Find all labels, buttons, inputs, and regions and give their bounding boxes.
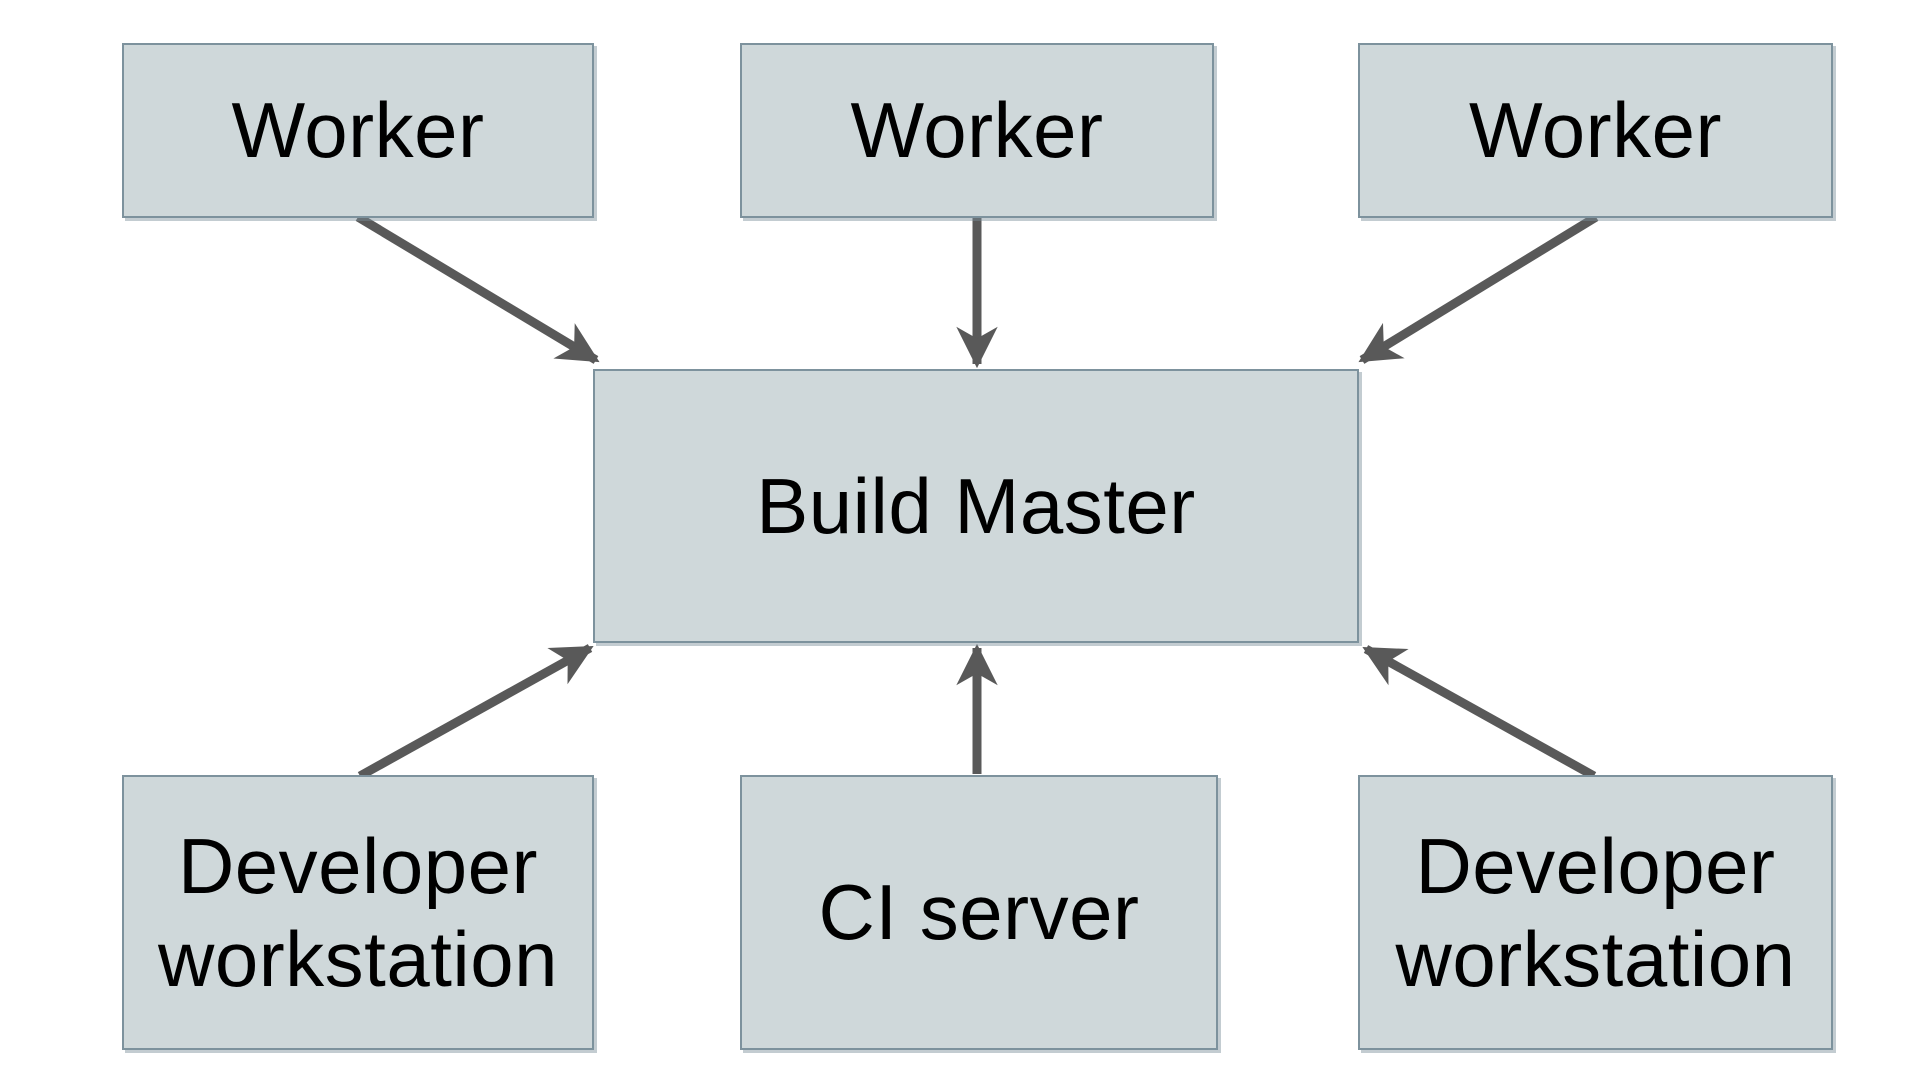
node-developer-workstation-left[interactable]: Developer workstation (122, 775, 594, 1050)
node-worker-1-label: Worker (231, 86, 485, 175)
node-developer-workstation-left-label: Developer workstation (158, 822, 558, 1003)
node-worker-2-label: Worker (850, 86, 1104, 175)
node-worker-3-label: Worker (1469, 86, 1722, 175)
arrow-worker-3-to-build-master (1358, 213, 1599, 364)
node-developer-workstation-right[interactable]: Developer workstation (1358, 775, 1833, 1050)
arrow-worker-1-to-build-master (355, 213, 600, 364)
node-worker-2[interactable]: Worker (740, 43, 1214, 218)
node-worker-3[interactable]: Worker (1358, 43, 1833, 218)
arrow-dev-workstation-right-to-build-master (1362, 645, 1597, 780)
node-developer-workstation-right-label: Developer workstation (1395, 822, 1796, 1003)
node-build-master[interactable]: Build Master (593, 369, 1359, 643)
arrow-dev-workstation-left-to-build-master (357, 644, 594, 780)
node-ci-server[interactable]: CI server (740, 775, 1218, 1050)
node-build-master-label: Build Master (756, 461, 1196, 550)
node-worker-1[interactable]: Worker (122, 43, 594, 218)
node-ci-server-label: CI server (818, 868, 1140, 957)
